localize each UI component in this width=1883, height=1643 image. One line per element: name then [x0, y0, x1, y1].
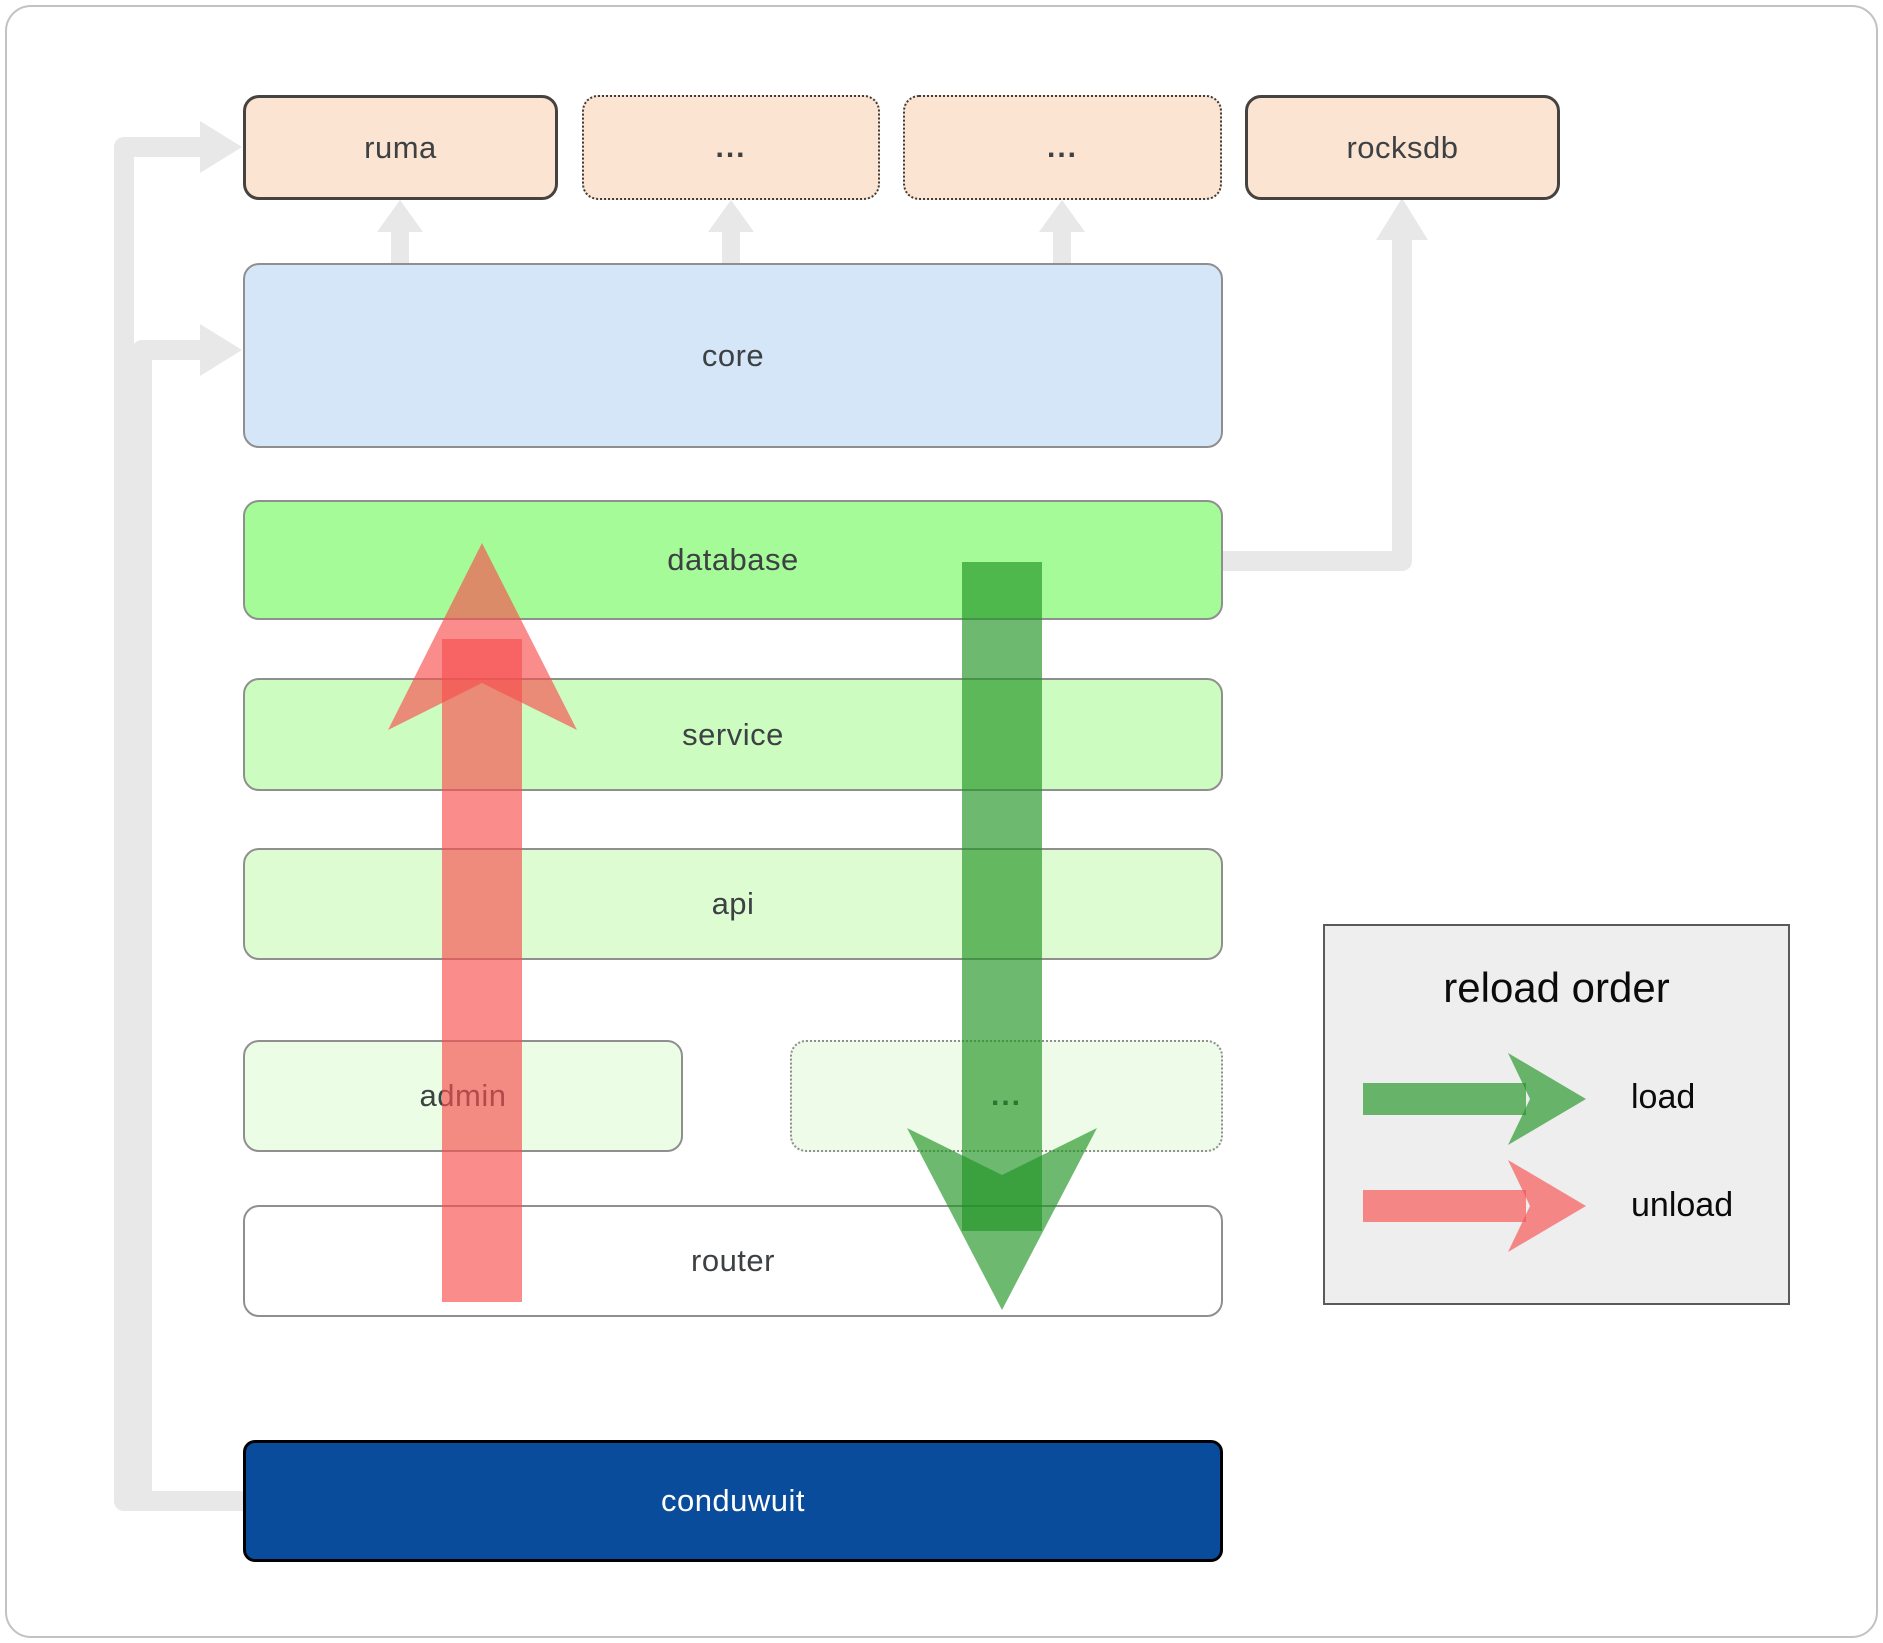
box-rocksdb-label: rocksdb — [1346, 129, 1459, 165]
legend-load-label: load — [1631, 1078, 1696, 1116]
box-rocksdb: rocksdb — [1245, 95, 1560, 200]
box-api: api — [243, 848, 1223, 960]
arrowhead-into-ruma-icon — [200, 121, 242, 173]
connector-database-to-rocksdb — [1223, 198, 1428, 571]
unload-arrow-icon — [388, 543, 577, 1302]
box-ellipsis-1: ... — [582, 95, 880, 200]
box-ellipsis-2: ... — [903, 95, 1222, 200]
connector-conduwuit-to-core — [132, 324, 243, 1511]
box-database: database — [243, 500, 1223, 620]
box-core: core — [243, 263, 1223, 448]
legend-title: reload order — [1443, 964, 1670, 1011]
box-router: router — [243, 1205, 1223, 1317]
box-conduwuit: conduwuit — [243, 1440, 1223, 1562]
box-core-label: core — [701, 337, 765, 373]
legend-unload-label: unload — [1631, 1186, 1734, 1224]
arrowhead-into-rocksdb-icon — [1376, 198, 1428, 240]
load-arrow-icon — [907, 562, 1097, 1310]
box-ruma-label: ruma — [364, 129, 437, 165]
arrow-core-to-ellipsis2-icon — [1039, 200, 1085, 264]
box-service-label: service — [682, 716, 784, 752]
legend-load-arrow-icon — [1363, 1053, 1586, 1145]
box-router-label: router — [691, 1243, 775, 1278]
box-api-label: api — [711, 886, 755, 921]
arrow-core-to-ellipsis1-icon — [708, 200, 754, 264]
box-ruma: ruma — [243, 95, 558, 200]
box-conduwuit-label: conduwuit — [660, 1483, 806, 1518]
box-ellipsis-2-label: ... — [1046, 130, 1078, 164]
box-database-label: database — [667, 542, 799, 577]
box-ellipsis-1-label: ... — [715, 130, 747, 164]
legend-unload-arrow-icon — [1363, 1160, 1586, 1252]
arrowhead-into-core-icon — [200, 324, 242, 376]
arrow-core-to-ruma-icon — [377, 200, 423, 264]
